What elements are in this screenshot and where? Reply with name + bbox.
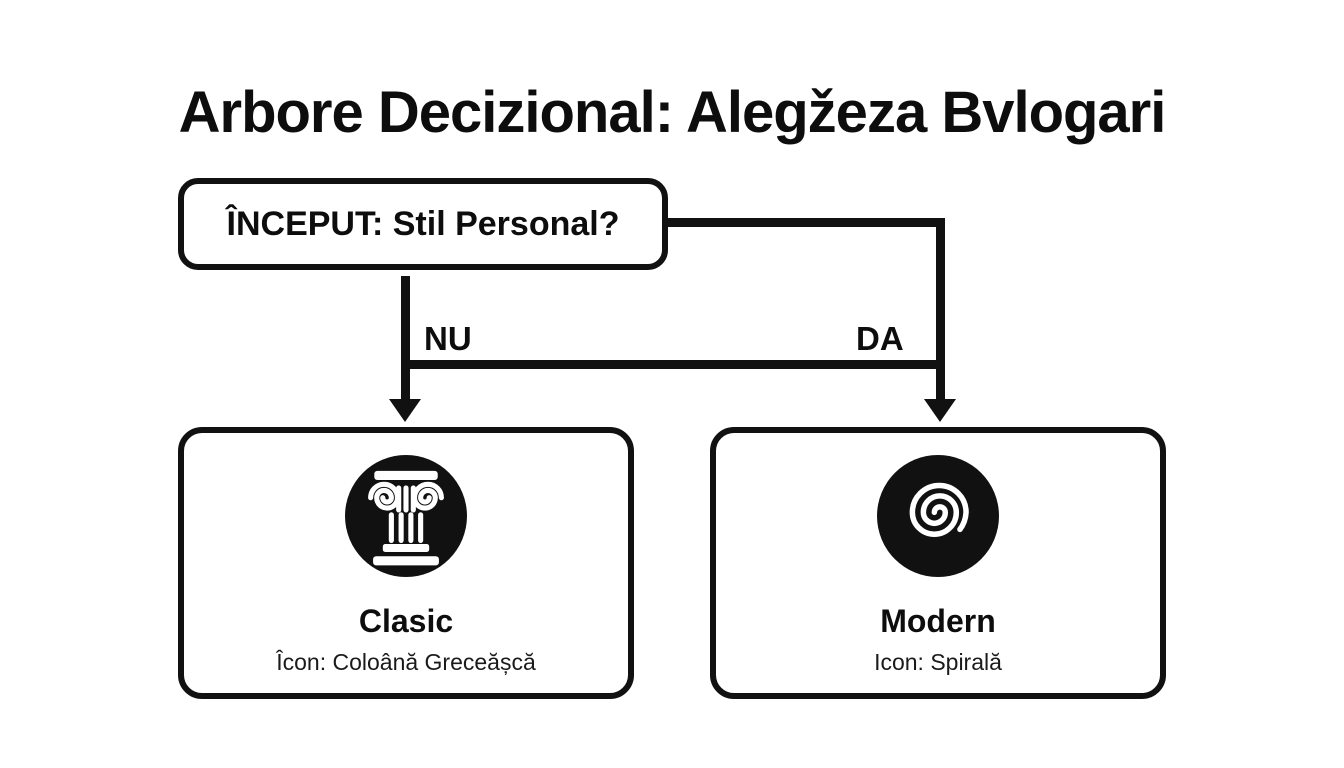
edge-cross-horizontal	[401, 360, 945, 369]
arrowhead-left-icon	[389, 399, 421, 422]
leaf-title-modern: Modern	[880, 603, 996, 639]
arrowhead-right-icon	[924, 399, 956, 422]
page-title: Arbore Decizional: Alegžeza Bvlogari	[178, 79, 1167, 145]
flowchart-root-node: ÎNCEPUT: Stil Personal?	[178, 178, 668, 270]
edge-label-nu: NU	[424, 320, 472, 357]
root-node-label: ÎNCEPUT: Stil Personal?	[226, 204, 620, 243]
leaf-subtitle-clasic: Îcon: Coloână Greceășcă	[276, 649, 536, 675]
leaf-node-clasic: Clasic Îcon: Coloână Greceășcă	[178, 427, 634, 699]
edge-label-da: DA	[856, 320, 904, 357]
leaf-title-clasic: Clasic	[358, 603, 454, 639]
edge-left-vertical	[401, 276, 410, 402]
spiral-icon	[877, 455, 999, 577]
leaf-subtitle-modern: Icon: Spirală	[874, 649, 1002, 675]
edge-root-to-right	[662, 218, 945, 227]
leaf-node-modern: Modern Icon: Spirală	[710, 427, 1166, 699]
greek-column-icon	[345, 455, 467, 577]
edge-right-vertical	[936, 218, 945, 402]
